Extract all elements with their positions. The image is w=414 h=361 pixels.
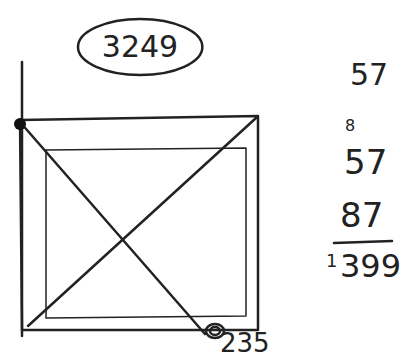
corner-dot: [14, 118, 26, 130]
sum-line: [334, 241, 392, 243]
number-text: 3249: [102, 32, 178, 62]
diagonal-line: [28, 118, 256, 326]
handwritten-number: 235: [220, 330, 270, 356]
handwritten-number: 87: [340, 198, 383, 232]
outer-square: [20, 116, 258, 330]
handwritten-number: 57: [350, 60, 388, 90]
handwritten-number: 8: [345, 118, 355, 134]
inner-square: [46, 148, 246, 318]
diagonal-line: [20, 122, 205, 334]
handwritten-number: 1: [326, 252, 337, 270]
circle-outline: [78, 19, 202, 75]
circled-number: 3249: [76, 17, 204, 77]
handwritten-number: 57: [344, 145, 387, 179]
handwritten-number: 399: [340, 250, 401, 282]
corner-mark: [210, 327, 220, 335]
